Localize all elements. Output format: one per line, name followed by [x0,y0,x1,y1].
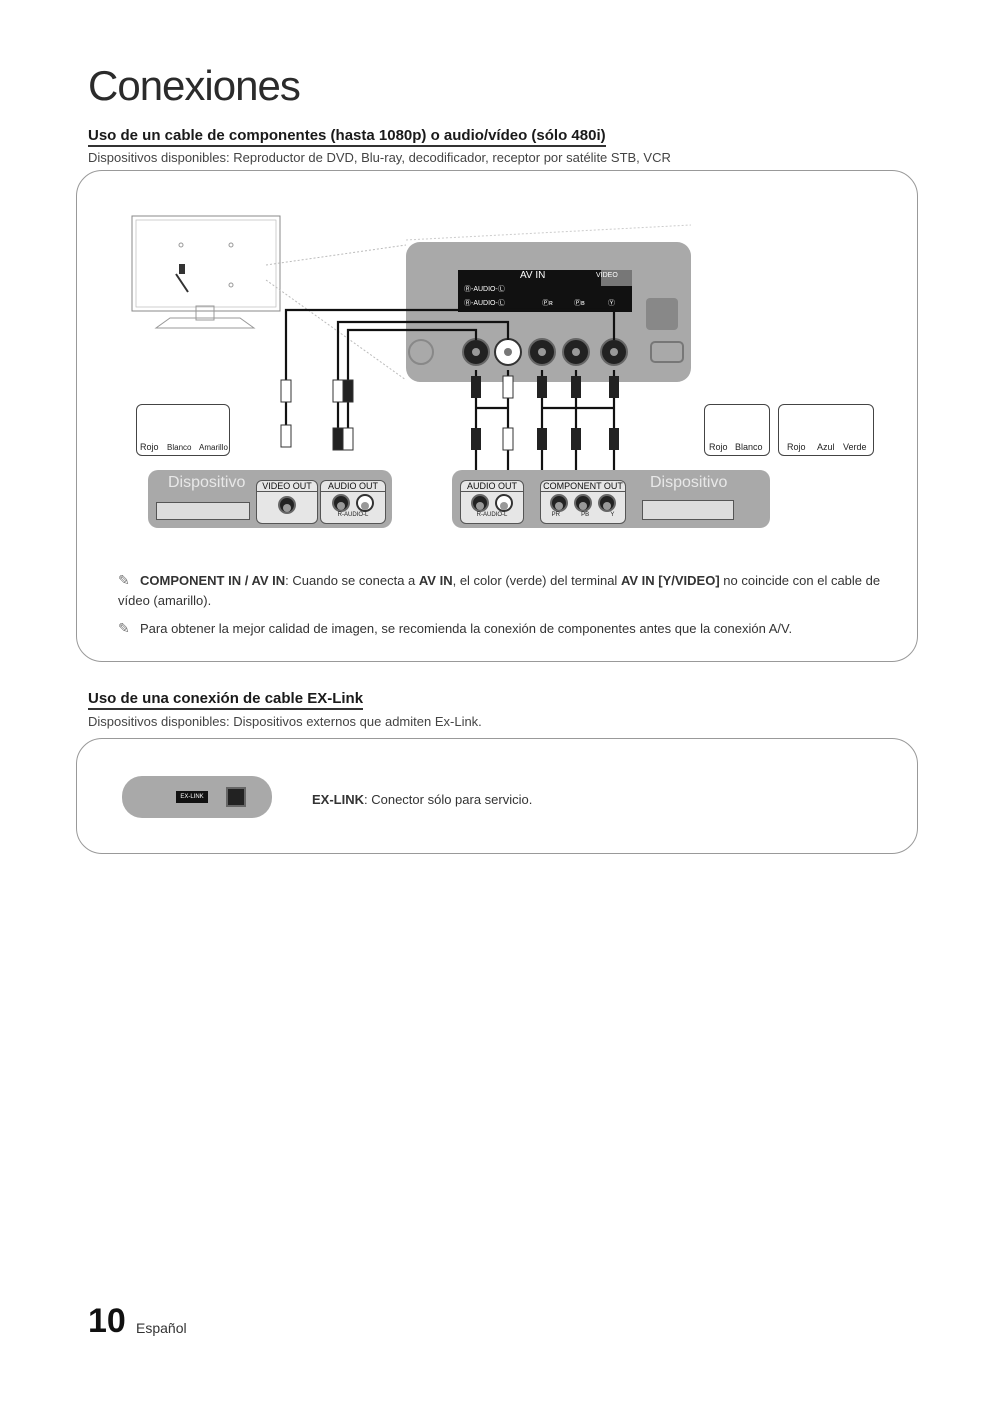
note-text: , el color (verde) del terminal [452,573,621,588]
audio-out-label: AUDIO OUT [321,481,385,492]
audio-r-jack [471,494,489,512]
note-bold: COMPONENT IN / AV IN [140,573,286,588]
section-component-subtitle: Dispositivos disponibles: Reproductor de… [88,150,671,165]
note-text: no coincide con el cable de vídeo (amari… [118,573,881,608]
connection-diagram [131,215,853,470]
audio-out-label: AUDIO OUT [461,481,523,492]
tv-panel-labels: AV IN Ⓡ-AUDIO-Ⓛ VIDEO Ⓡ-AUDIO-Ⓛ Ⓟʀ Ⓟʙ Ⓨ [458,270,632,312]
exlink-note: EX-LINK: Conector sólo para servicio. [312,790,532,810]
color-label: Rojo [140,442,159,452]
video-out-port: VIDEO OUT [256,480,318,524]
note-bold: AV IN [418,573,453,588]
component-out-label: COMPONENT OUT [541,481,625,492]
color-label: Verde [843,442,867,452]
y-label: Y [610,512,615,518]
video-out-label: VIDEO OUT [257,481,317,492]
page-language: Español [136,1320,187,1336]
color-label: Rojo [709,442,728,452]
device-right-icon [642,500,734,520]
exlink-port-panel: EX-LINK [122,776,272,818]
exlink-jack-icon [226,787,246,807]
device-left: Dispositivo VIDEO OUT AUDIO OUT R-AUDIO-… [148,470,392,528]
video-label: VIDEO [596,272,618,279]
audio-out-port: AUDIO OUT R-AUDIO-L [320,480,386,524]
right-color-legend-b: Rojo Azul Verde [778,404,874,456]
note-bold: AV IN [Y/VIDEO] [620,573,720,588]
page-title: Conexiones [88,62,301,109]
note-text: : Cuando se conecta a [285,573,419,588]
page-number: 10 [88,1302,126,1340]
color-label: Azul [817,442,835,452]
pr-label: PR [551,512,560,518]
note-pencil-icon: ✎ [118,572,130,588]
pb-label: Ⓟʙ [574,300,585,307]
section-component-title: Uso de un cable de componentes (hasta 10… [88,127,606,147]
audio-rl-label-2: Ⓡ-AUDIO-Ⓛ [464,300,505,307]
audio-l-jack [356,494,374,512]
note-pencil-icon: ✎ [118,620,130,636]
note-component-av: ✎ COMPONENT IN / AV IN: Cuando se conecta… [118,570,888,611]
note-text: Para obtener la mejor calidad de imagen,… [140,621,793,636]
video-out-jack [278,496,296,514]
audio-l-jack [495,494,513,512]
exlink-frame [76,738,918,854]
y-jack [598,494,616,512]
y-label: Ⓨ [608,300,615,307]
note-text: : Conector sólo para servicio. [364,792,533,807]
r-audio-l-label: R-AUDIO-L [476,512,508,518]
component-audio-out-port: AUDIO OUT R-AUDIO-L [460,480,524,524]
audio-r-jack [332,494,350,512]
component-out-port: COMPONENT OUT PR PB Y [540,480,626,524]
device-left-label: Dispositivo [168,474,246,491]
av-in-label: AV IN [520,270,546,281]
device-right-label: Dispositivo [650,474,728,491]
pr-label: Ⓟʀ [542,300,553,307]
audio-rl-label: Ⓡ-AUDIO-Ⓛ [464,286,505,293]
note-quality: ✎ Para obtener la mejor calidad de imagen… [118,618,888,639]
color-label: Blanco [167,443,192,452]
color-label: Blanco [735,442,763,452]
device-right: AUDIO OUT R-AUDIO-L COMPONENT OUT PR PB … [452,470,770,528]
right-color-legend-a: Rojo Blanco [704,404,770,456]
left-color-legend: Rojo Blanco Amarillo [136,404,230,456]
section-exlink-title: Uso de una conexión de cable EX-Link [88,690,364,710]
cable-plugs [280,375,619,451]
pb-label: PB [581,512,590,518]
exlink-port-label: EX-LINK [176,791,208,803]
note-bold: EX-LINK [312,792,364,807]
color-label: Rojo [787,442,806,452]
r-audio-l-label: R-AUDIO-L [337,512,369,518]
pr-jack [550,494,568,512]
component-diagram-frame [76,170,918,662]
color-label: Amarillo [199,443,228,452]
device-left-icon [156,502,250,520]
pb-jack [574,494,592,512]
section-exlink-subtitle: Dispositivos disponibles: Dispositivos e… [88,714,482,729]
tv-rear-icon [131,215,281,329]
